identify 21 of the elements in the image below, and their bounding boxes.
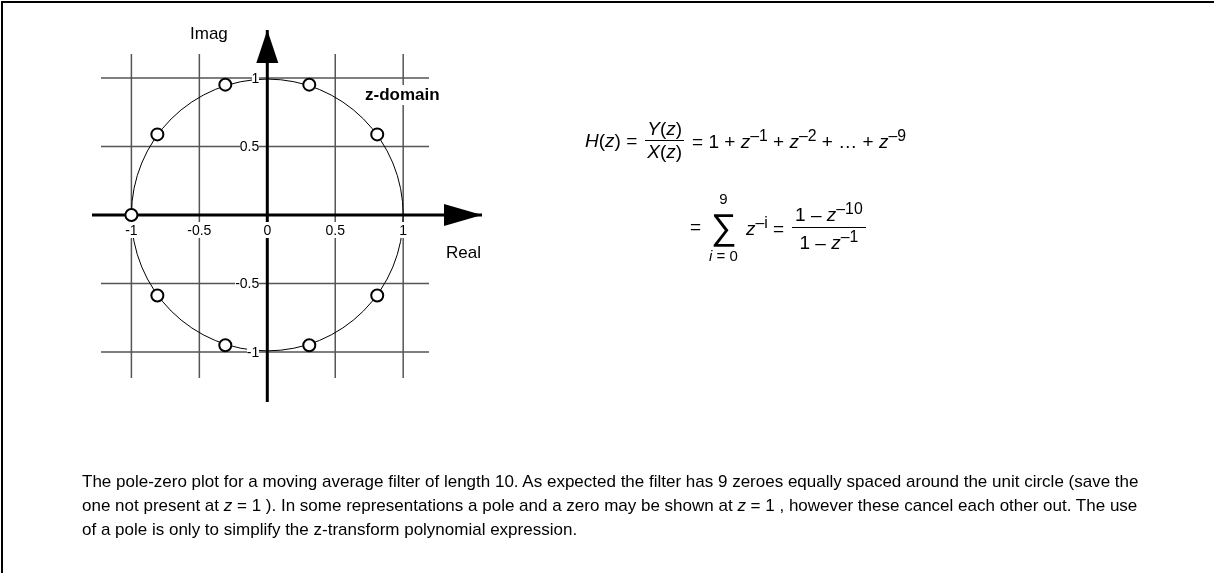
caption: The pole-zero plot for a moving average filter of length 10. As expected the filter has 9 zeroes equally spaced around the unit circle (save the one not present at z = 1 ). In some representations a pole and a zero may be shown at z = 1 , however these cancel each other out. The use of a pole is only to simplify the z-transform polynomial expression. xyxy=(82,471,1140,541)
tick-label: 0 xyxy=(261,221,274,238)
tick-label: -0.5 xyxy=(185,221,214,238)
formula-text: X(z) xyxy=(647,141,683,163)
tick-label: 0.5 xyxy=(323,221,347,238)
formula-text: H(z) = xyxy=(585,129,638,152)
summation-sign: ∑ xyxy=(710,207,737,247)
formula-text: = 1 + z$^{–1}$ + z$^{–2}$ + … + z$^{–9}$ xyxy=(692,127,906,154)
tick-label: -1 xyxy=(246,344,260,360)
tick-label: 1 xyxy=(397,221,410,238)
formula-text: 9 xyxy=(719,190,728,207)
formula-text: i = 0 xyxy=(709,247,738,264)
formula-text: = xyxy=(690,216,702,238)
formula-text: z$^{–i}$ = xyxy=(745,213,785,241)
axis-label: Real xyxy=(446,243,481,263)
formula-text: Y(z) xyxy=(645,118,685,141)
tick-label: -1 xyxy=(123,221,140,238)
formula-text: 1 – z$^{–1}$ xyxy=(799,227,859,254)
plot-title: z-domain xyxy=(363,85,442,105)
formula-text: 1 – z$^{–10}$ xyxy=(792,200,866,228)
axis-label: Imag xyxy=(190,24,228,44)
